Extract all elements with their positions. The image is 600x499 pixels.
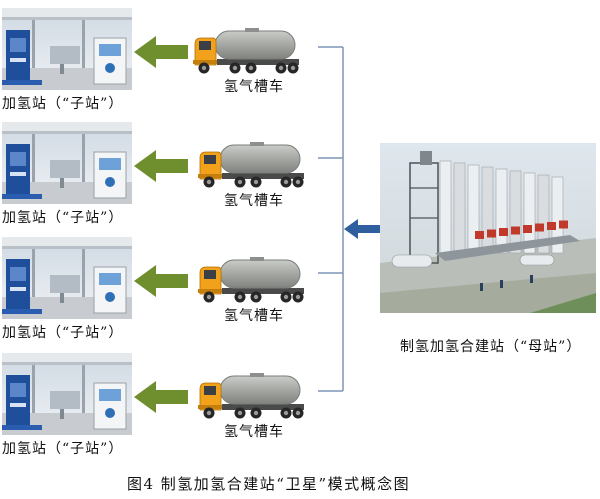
green-arrow <box>134 150 188 182</box>
green-arrow <box>134 36 188 68</box>
hydrogen-station-image <box>2 353 132 435</box>
mother-station-label: 制氢加氢合建站（“母站”） <box>400 339 582 355</box>
truck-label: 氢气槽车 <box>224 424 284 440</box>
hydrogen-station-image <box>2 8 132 90</box>
mother-station-image <box>380 143 596 313</box>
truck-label: 氢气槽车 <box>224 79 284 95</box>
station-label: 加氢站（“子站”） <box>2 325 124 341</box>
green-arrow <box>134 265 188 297</box>
tanker-truck-icon <box>198 257 304 303</box>
green-arrow <box>134 381 188 413</box>
tanker-truck-icon <box>198 142 304 188</box>
hydrogen-station-image <box>2 122 132 204</box>
tanker-truck-icon <box>198 373 304 419</box>
blue-arrow <box>344 219 380 239</box>
station-label: 加氢站（“子站”） <box>2 210 124 226</box>
station-label: 加氢站（“子站”） <box>2 96 124 112</box>
hydrogen-station-image <box>2 237 132 319</box>
tanker-truck-icon <box>193 28 299 74</box>
truck-label: 氢气槽车 <box>224 308 284 324</box>
station-label: 加氢站（“子站”） <box>2 441 124 457</box>
figure-caption: 图4 制氢加氢合建站“卫星”模式概念图 <box>127 475 411 493</box>
truck-label: 氢气槽车 <box>224 193 284 209</box>
